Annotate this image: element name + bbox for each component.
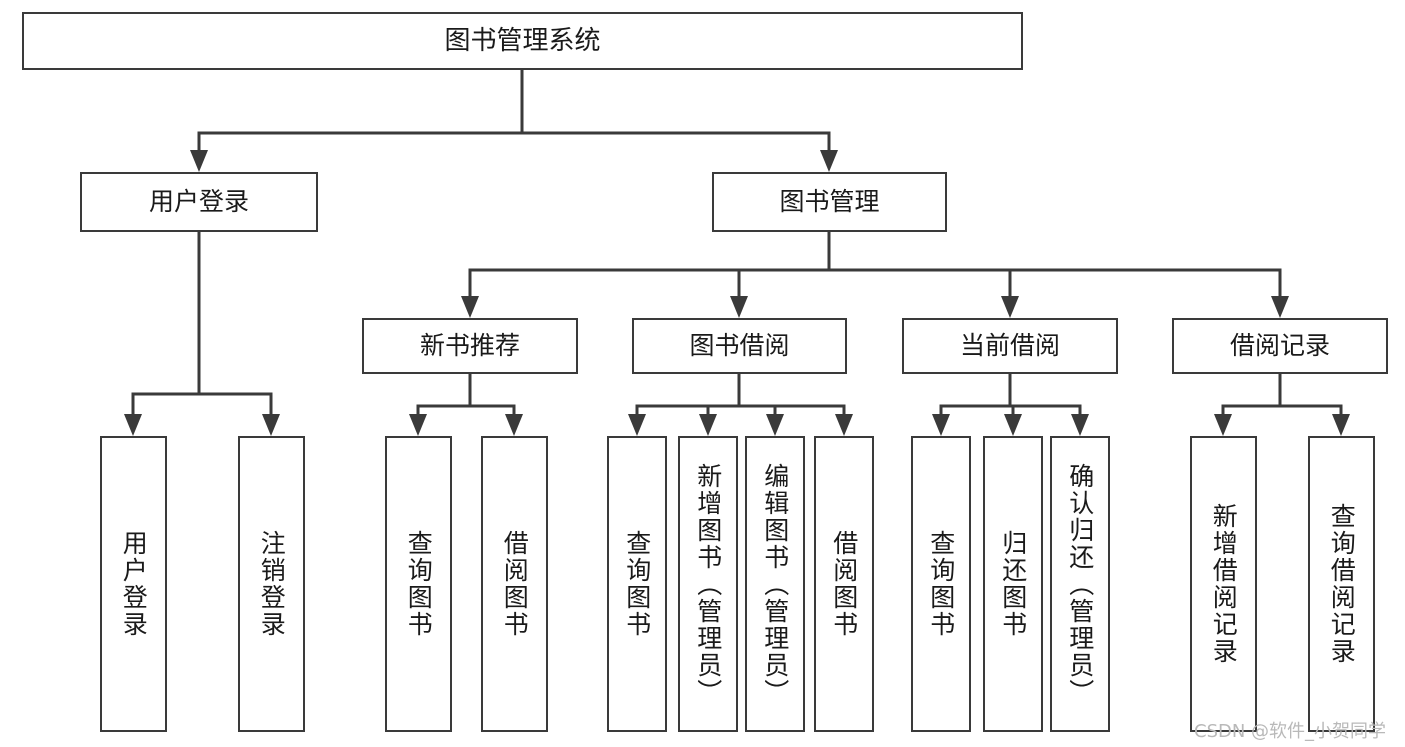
node-leaf-borrow-book-recommend[interactable]: 借阅图书 (481, 436, 548, 732)
node-label-new-book-recommend: 新书推荐 (419, 331, 520, 361)
node-leaf-query-book-current[interactable]: 查询图书 (911, 436, 971, 732)
node-label-leaf-return-book: 归还图书 (998, 530, 1028, 638)
node-label-leaf-borrow-book: 借阅图书 (829, 530, 859, 638)
node-leaf-query-borrow-record[interactable]: 查询借阅记录 (1308, 436, 1375, 732)
arrowhead-borrow-record-to-leaves-0 (1214, 414, 1232, 436)
node-leaf-borrow-book[interactable]: 借阅图书 (814, 436, 874, 732)
arrowhead-book-management-to-level3-1 (730, 296, 748, 318)
node-current-borrow[interactable]: 当前借阅 (902, 318, 1118, 374)
arrowhead-book-management-to-level3-3 (1271, 296, 1289, 318)
node-leaf-add-book[interactable]: 新增图书（管理员） (678, 436, 738, 732)
arrowhead-book-management-to-level3-0 (461, 296, 479, 318)
arrowhead-book-management-to-level3-2 (1001, 296, 1019, 318)
node-label-root: 图书管理系统 (444, 25, 601, 56)
node-label-leaf-add-book: 新增图书（管理员） (693, 462, 723, 706)
node-label-leaf-logout: 注销登录 (257, 530, 287, 638)
node-label-leaf-confirm-return: 确认归还（管理员） (1065, 462, 1095, 706)
node-book-management[interactable]: 图书管理 (712, 172, 947, 232)
watermark-text: CSDN @软件_小贺同学 (1194, 721, 1387, 742)
node-label-borrow-record: 借阅记录 (1229, 331, 1330, 361)
node-label-book-borrow: 图书借阅 (689, 331, 790, 361)
node-borrow-record[interactable]: 借阅记录 (1172, 318, 1388, 374)
arrowhead-current-borrow-to-leaves-2 (1071, 414, 1089, 436)
node-label-leaf-query-borrow-record: 查询借阅记录 (1327, 503, 1357, 665)
node-user-login[interactable]: 用户登录 (80, 172, 318, 232)
node-label-leaf-query-book-current: 查询图书 (926, 530, 956, 638)
node-leaf-user-login[interactable]: 用户登录 (100, 436, 167, 732)
arrowhead-book-borrow-to-leaves-3 (835, 414, 853, 436)
node-label-leaf-user-login: 用户登录 (119, 530, 149, 638)
node-label-leaf-query-book-recommend: 查询图书 (404, 530, 434, 638)
node-leaf-return-book[interactable]: 归还图书 (983, 436, 1043, 732)
node-label-leaf-query-book-borrow: 查询图书 (622, 530, 652, 638)
arrowhead-new-book-recommend-to-leaves-1 (505, 414, 523, 436)
node-leaf-edit-book[interactable]: 编辑图书（管理员） (745, 436, 805, 732)
node-leaf-logout[interactable]: 注销登录 (238, 436, 305, 732)
node-label-current-borrow: 当前借阅 (959, 331, 1060, 361)
arrowhead-book-borrow-to-leaves-1 (699, 414, 717, 436)
arrowhead-current-borrow-to-leaves-0 (932, 414, 950, 436)
arrowhead-root-to-level2-1 (820, 150, 838, 172)
arrowhead-root-to-level2-0 (190, 150, 208, 172)
arrowhead-borrow-record-to-leaves-1 (1332, 414, 1350, 436)
node-leaf-query-book-borrow[interactable]: 查询图书 (607, 436, 667, 732)
node-label-leaf-edit-book: 编辑图书（管理员） (760, 462, 790, 706)
arrowhead-book-borrow-to-leaves-0 (628, 414, 646, 436)
node-leaf-confirm-return[interactable]: 确认归还（管理员） (1050, 436, 1110, 732)
arrowhead-new-book-recommend-to-leaves-0 (409, 414, 427, 436)
node-label-user-login: 用户登录 (148, 187, 249, 217)
node-label-leaf-borrow-book-recommend: 借阅图书 (500, 530, 530, 638)
node-book-borrow[interactable]: 图书借阅 (632, 318, 847, 374)
arrowhead-current-borrow-to-leaves-1 (1004, 414, 1022, 436)
node-label-book-management: 图书管理 (779, 187, 880, 217)
node-label-leaf-add-borrow-record: 新增借阅记录 (1209, 503, 1239, 665)
arrowhead-book-borrow-to-leaves-2 (766, 414, 784, 436)
node-leaf-query-book-recommend[interactable]: 查询图书 (385, 436, 452, 732)
arrowhead-user-login-to-leaves-0 (124, 414, 142, 436)
node-new-book-recommend[interactable]: 新书推荐 (362, 318, 578, 374)
node-root[interactable]: 图书管理系统 (22, 12, 1023, 70)
node-leaf-add-borrow-record[interactable]: 新增借阅记录 (1190, 436, 1257, 732)
arrowhead-user-login-to-leaves-1 (262, 414, 280, 436)
